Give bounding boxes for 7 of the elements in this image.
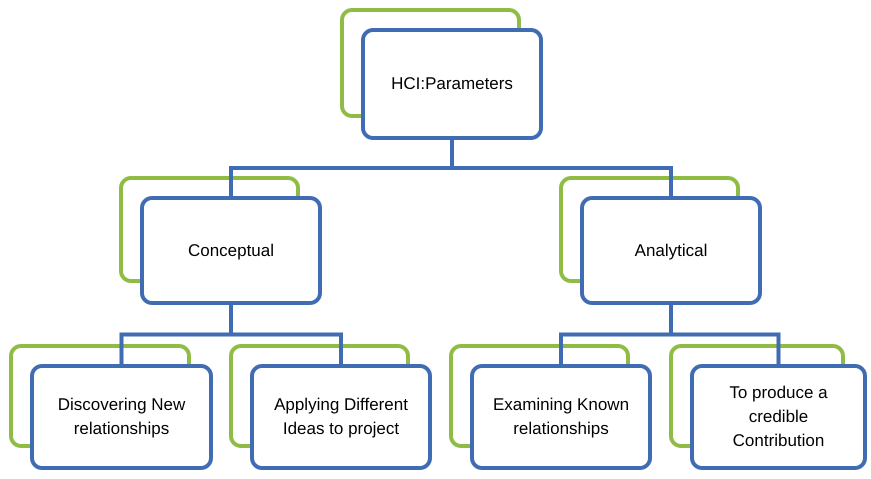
process-box: Conceptual <box>140 196 322 305</box>
process-box: Examining Known relationships <box>470 364 652 470</box>
process-box: Discovering New relationships <box>30 364 213 470</box>
process-box: HCI:Parameters <box>361 28 543 140</box>
process-box: Applying Different Ideas to project <box>250 364 432 470</box>
process-box: To produce a credible Contribution <box>690 364 867 470</box>
process-box: Analytical <box>580 196 762 305</box>
